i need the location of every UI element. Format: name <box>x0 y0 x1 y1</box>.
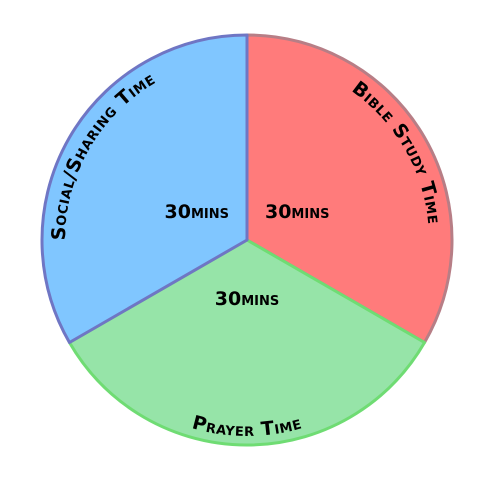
pie-slice <box>67 238 427 447</box>
value-label: 30mins <box>165 201 229 223</box>
value-label: 30mins <box>215 288 279 310</box>
pie-slice <box>245 33 454 344</box>
pie-slice <box>40 33 249 344</box>
value-labels-layer: 30mins 30mins 30mins <box>165 201 330 310</box>
slices-layer <box>40 33 454 447</box>
value-label: 30mins <box>265 201 329 223</box>
